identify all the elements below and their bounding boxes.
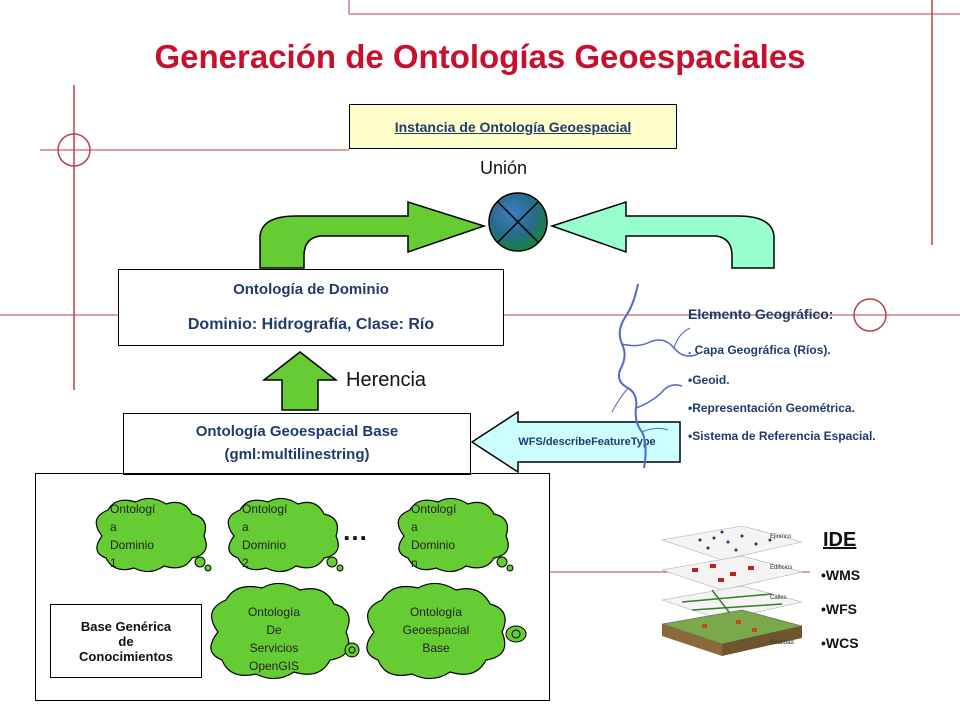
river-map-icon [611,283,699,469]
cloud-geobase-text: Ontología Geoespacial Base [386,603,486,657]
layered-map-image [661,525,803,656]
ellipsis: … [342,516,368,546]
layer-label: Realidad [770,640,794,646]
ide-item: •WCS [821,635,859,651]
base-subtitle: (gml:multilinestring) [224,446,370,463]
cloud-dominio-1-text: Ontologí a Dominio 1 [110,500,155,572]
cloud-text-line: Base [422,641,450,655]
cloud-dominio-2-icon [227,497,344,573]
cloud-dominio-n-icon [397,497,514,573]
ontologia-dominio-box: Ontología de Dominio Dominio: Hidrografí… [118,269,504,346]
cloud-text-line: Dominio [242,538,287,552]
cloud-text-line: Ontologí [411,502,457,516]
cloud-text-line: Servicios [249,641,299,655]
curved-arrow-left-icon [259,200,487,269]
knowledge-base-frame [35,473,550,701]
elemento-item: •Geoid. [688,373,730,387]
wfs-arrow-icon [470,410,681,474]
layer-label: Calles [770,595,787,601]
cloud-text-line: Dominio [110,538,155,552]
cloud-servicios-text: Ontología De Servicios OpenGIS [236,603,312,675]
wfs-arrow-label: WFS/describeFeatureType [518,436,656,448]
cloud-text-line: a [242,520,249,534]
herencia-arrow-icon [262,351,338,411]
ontologia-base-box: Ontología Geoespacial Base (gml:multilin… [123,413,471,475]
cloud-text-line: n [411,556,418,570]
dominio-title: Ontología de Dominio [233,281,389,298]
cloud-text-line: Ontologí [242,502,288,516]
cloud-dominio-2-text: Ontologí a Dominio 2 [242,500,287,572]
ide-item: •WMS [821,567,861,583]
cloud-text-line: a [110,520,117,534]
cloud-text-line: Ontología [409,605,463,619]
elemento-geografico-title: Elemento Geográfico: [688,306,834,322]
base-generica-box: Base Genérica de Conocimientos [50,604,202,678]
dominio-subtitle: Dominio: Hidrografía, Clase: Río [187,316,435,333]
elemento-item: •Representación Geométrica. [688,401,855,415]
curved-arrow-right-icon [550,200,775,269]
union-label: Unión [480,158,528,178]
base-generica-line: Base Genérica [80,618,172,634]
layer-label: Edificios [770,565,793,571]
base-generica-line: Conocimientos [79,648,173,664]
cloud-text-line: 1 [110,556,117,570]
herencia-label: Herencia [346,369,427,391]
cloud-text-line: Ontología [247,605,301,619]
ide-item: •WFS [821,601,858,617]
layer-label: Ejiomco [770,534,792,540]
cloud-servicios-icon [210,582,360,680]
page-title: Generación de Ontologías Geoespaciales [154,38,806,75]
union-node-icon [488,192,548,252]
instancia-box: Instancia de Ontología Geoespacial [349,104,677,149]
cloud-text-line: a [411,520,418,534]
cloud-text-line: De [266,623,282,637]
cloud-text-line: Geoespacial [402,623,470,637]
cloud-dominio-n-text: Ontologí a Dominio n [411,500,456,572]
cloud-text-line: OpenGIS [248,659,300,673]
base-generica-line: de [118,633,134,649]
cloud-text-line: Ontologí [110,502,156,516]
cloud-geobase-icon [366,582,527,680]
cloud-text-line: 2 [242,556,249,570]
base-title: Ontología Geoespacial Base [195,423,399,440]
elemento-item: •Sistema de Referencia Espacial. [688,429,876,443]
ide-title: IDE [823,529,857,551]
elemento-item: . Capa Geográfica (Ríos). [688,343,831,357]
cloud-dominio-1-icon [95,497,212,573]
cloud-text-line: Dominio [411,538,456,552]
